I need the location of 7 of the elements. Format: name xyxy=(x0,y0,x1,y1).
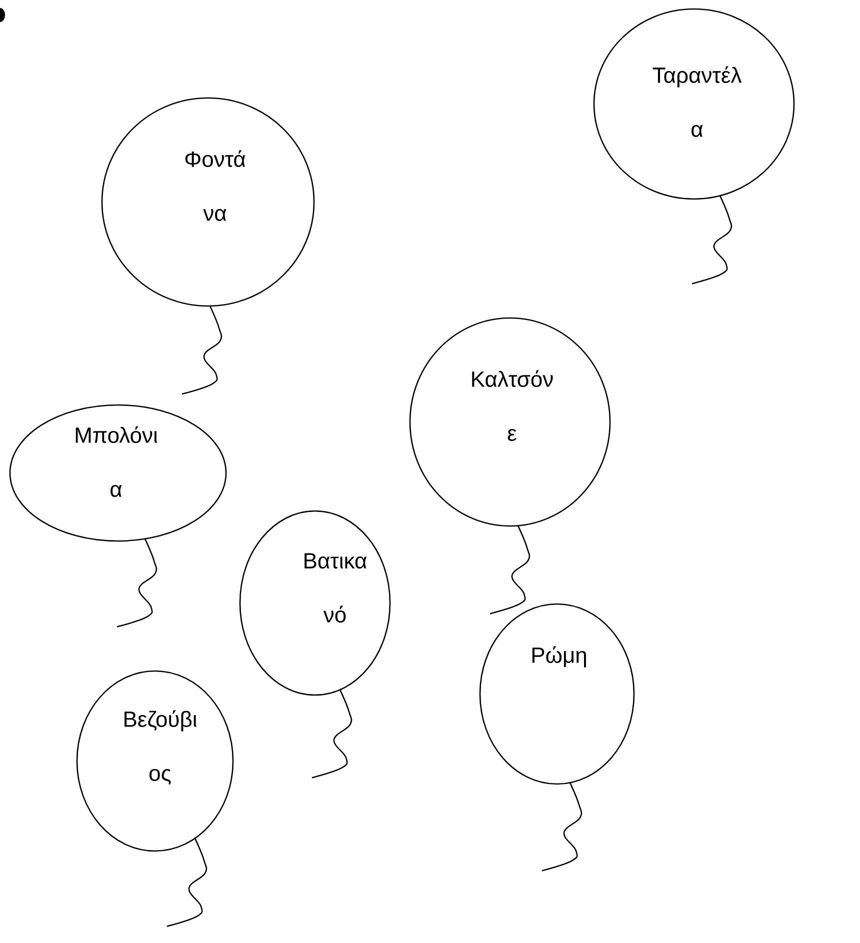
balloon: Βατικα νό xyxy=(239,510,391,778)
balloon: Ρώμη xyxy=(479,603,635,872)
balloon: Φοντά να xyxy=(101,97,315,395)
balloon: Ταραντέλ α xyxy=(593,8,795,284)
balloon: Βεζούβι ος xyxy=(76,670,234,927)
balloon: Καλτσόν ε xyxy=(409,317,611,614)
balloon: Μπολόνι α xyxy=(9,404,227,628)
